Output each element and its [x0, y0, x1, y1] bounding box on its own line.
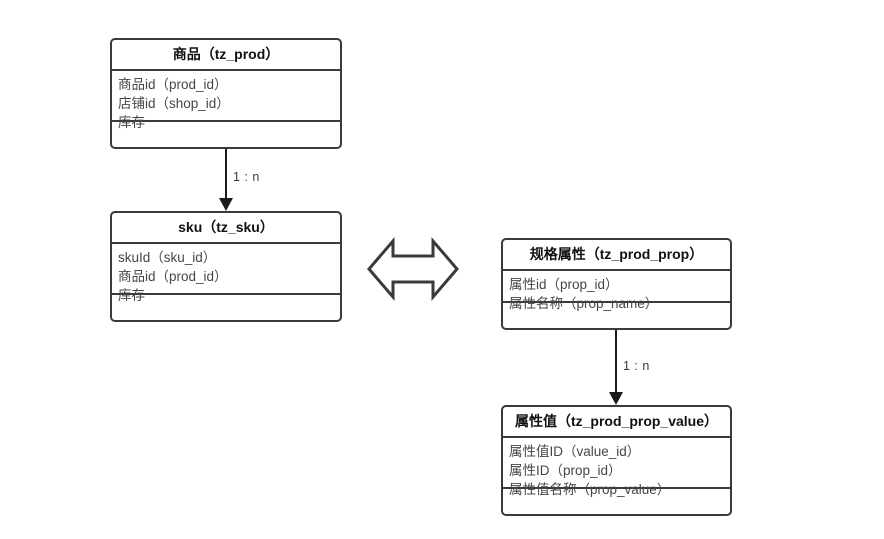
entity-attributes-tz-prod-prop-value: 属性值ID（value_id） 属性ID（prop_id） 属性值名称（prop…: [503, 438, 730, 497]
entity-attributes-tz-prod-prop: 属性id（prop_id） 属性名称（prop_name）: [503, 271, 730, 311]
entity-header-tz-prod: 商品（tz_prod）: [112, 40, 340, 71]
connector-line: [615, 330, 617, 392]
attribute-row: 商品id（prod_id）: [118, 269, 228, 284]
attribute-row: 属性值名称（prop_value）: [509, 482, 671, 497]
double-headed-arrow-icon: [366, 236, 460, 302]
connector-prod-to-sku: 1 : n: [219, 149, 259, 211]
entity-attributes-tz-sku: skuId（sku_id） 商品id（prod_id） 库存: [112, 244, 340, 303]
entity-tz-prod-prop-value[interactable]: 属性值（tz_prod_prop_value） 属性值ID（value_id） …: [501, 405, 732, 516]
arrow-head-icon: [219, 198, 233, 211]
entity-header-tz-sku: sku（tz_sku）: [112, 213, 340, 244]
entity-header-tz-prod-prop: 规格属性（tz_prod_prop）: [503, 240, 730, 271]
attribute-row: 属性ID（prop_id）: [509, 463, 622, 478]
connector-line: [225, 149, 227, 198]
attribute-row: 属性id（prop_id）: [509, 277, 619, 292]
entity-attributes-tz-prod: 商品id（prod_id） 店铺id（shop_id） 库存: [112, 71, 340, 130]
attribute-row: 属性值ID（value_id）: [509, 444, 641, 459]
attribute-row: 商品id（prod_id）: [118, 77, 228, 92]
entity-header-tz-prod-prop-value: 属性值（tz_prod_prop_value）: [503, 407, 730, 438]
entity-tz-sku[interactable]: sku（tz_sku） skuId（sku_id） 商品id（prod_id） …: [110, 211, 342, 322]
entity-footer-tz-prod: [112, 122, 340, 147]
attribute-row: 库存: [118, 288, 145, 303]
entity-footer-tz-sku: [112, 295, 340, 320]
entity-tz-prod-prop[interactable]: 规格属性（tz_prod_prop） 属性id（prop_id） 属性名称（pr…: [501, 238, 732, 330]
attribute-row: 属性名称（prop_name）: [509, 296, 659, 311]
connector-label: 1 : n: [233, 170, 260, 184]
connector-label: 1 : n: [623, 359, 650, 373]
attribute-row: 库存: [118, 115, 145, 130]
arrow-head-icon: [609, 392, 623, 405]
entity-tz-prod[interactable]: 商品（tz_prod） 商品id（prod_id） 店铺id（shop_id） …: [110, 38, 342, 149]
attribute-row: skuId（sku_id）: [118, 250, 217, 265]
attribute-row: 店铺id（shop_id）: [118, 96, 230, 111]
connector-prop-to-prop-value: 1 : n: [609, 330, 649, 405]
